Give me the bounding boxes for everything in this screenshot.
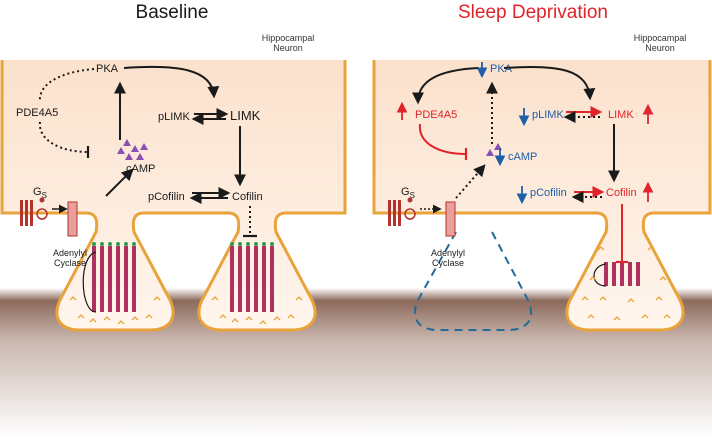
limk-label: LIMK	[230, 108, 261, 123]
adenylyl-cyclase	[67, 201, 78, 237]
neuron-label-line2: Neuron	[273, 43, 303, 53]
pathway-arrows	[412, 65, 628, 264]
synaptic-vesicles	[581, 246, 671, 321]
limk-label: LIMK	[608, 109, 634, 121]
actin-filaments	[593, 262, 640, 287]
pde4a5-label: PDE4A5	[415, 109, 457, 121]
plimk-label: pLIMK	[158, 111, 190, 123]
camp-label: cAMP	[508, 151, 537, 163]
gs-label: GS	[401, 186, 415, 200]
gs-label: GS	[33, 186, 47, 200]
pde4a5-label: PDE4A5	[16, 107, 58, 119]
camp-label: cAMP	[126, 163, 155, 175]
neuron-label-line1: Hippocampal	[262, 33, 315, 43]
adenylyl-cyclase	[445, 201, 456, 237]
gs-receptor	[388, 197, 416, 226]
pka-label: PKA	[490, 63, 513, 75]
adenylyl-label-line1: Adenylyl	[431, 248, 465, 258]
cofilin-label: Cofilin	[606, 187, 637, 199]
synaptic-vesicles	[69, 296, 303, 325]
lost-spine-outline	[413, 231, 533, 331]
panel-title: Sleep Deprivation	[458, 2, 608, 23]
actin-filaments	[82, 242, 136, 313]
level-indicators	[396, 62, 654, 205]
pka-label: PKA	[96, 63, 119, 75]
neuron-label-line2: Neuron	[645, 43, 675, 53]
actin-filaments	[230, 242, 274, 312]
cofilin-label: Cofilin	[232, 191, 263, 203]
gs-receptor	[20, 197, 48, 226]
pcofilin-label: pCofilin	[148, 191, 185, 203]
pcofilin-label: pCofilin	[530, 187, 567, 199]
panel-title: Baseline	[136, 2, 209, 23]
panel-baseline: Baseline Hippocampal Neuron	[0, 2, 347, 332]
adenylyl-label-line2: Cyclase	[54, 258, 86, 268]
plimk-label: pLIMK	[532, 109, 564, 121]
neuron-membrane	[0, 60, 347, 332]
adenylyl-label-line1: Adenylyl	[53, 248, 87, 258]
camp-cluster	[117, 139, 148, 160]
neuron-label-line1: Hippocampal	[634, 33, 687, 43]
pathway-arrows	[38, 65, 257, 238]
adenylyl-label-line2: Cyclase	[432, 258, 464, 268]
panel-sleep-deprivation: Sleep Deprivation Hippocampal Neuron GS …	[372, 2, 712, 332]
